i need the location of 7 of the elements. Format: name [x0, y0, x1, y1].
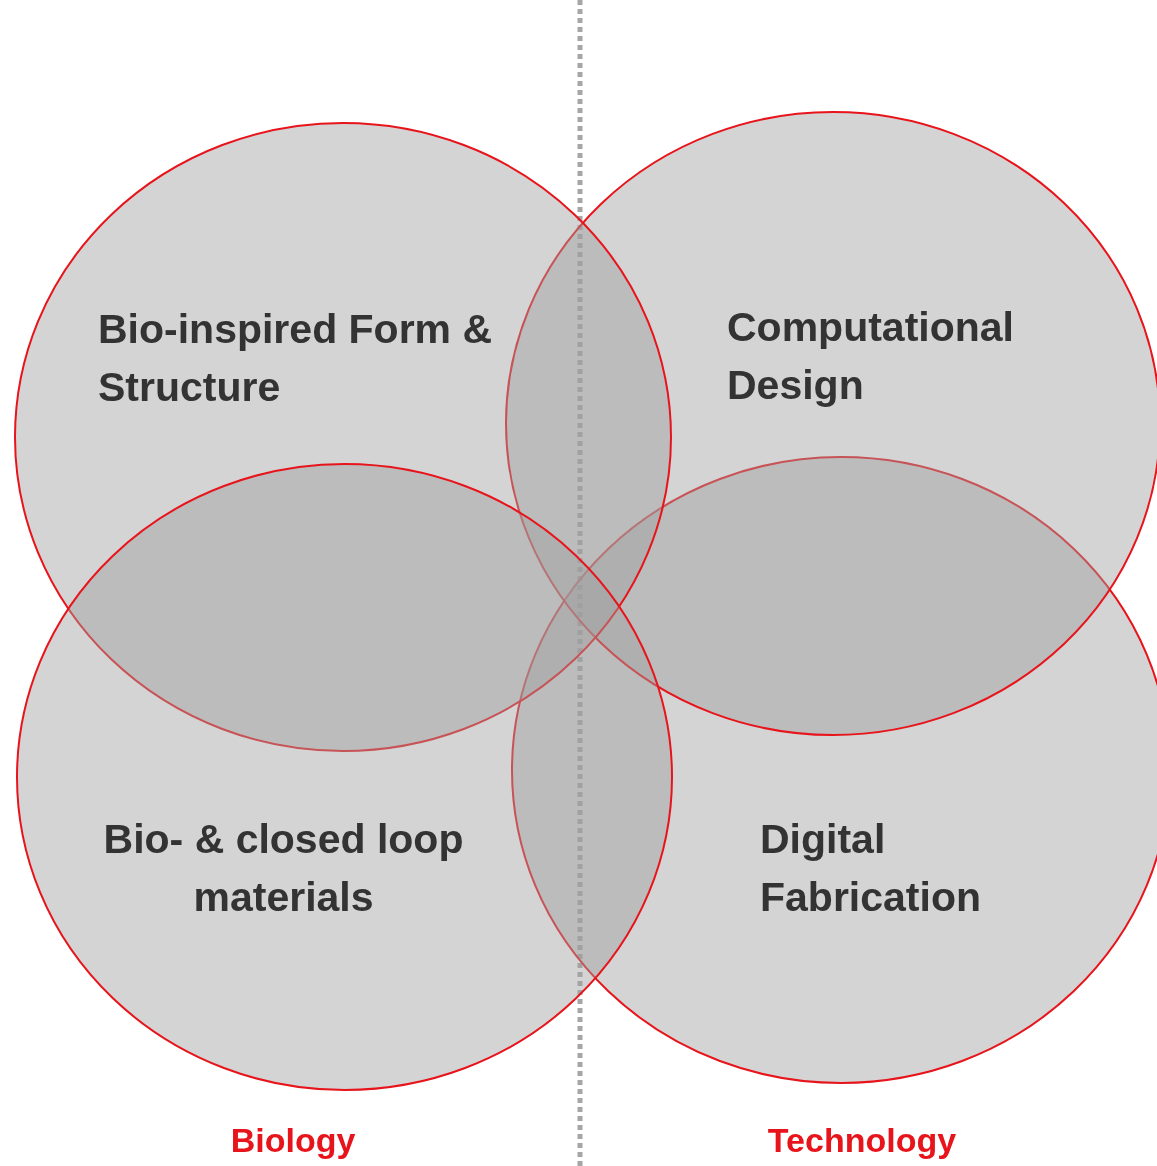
- circle-label: Bio-inspired Form & Structure: [98, 305, 494, 412]
- circle-label: Digital Fabrication: [760, 815, 982, 922]
- circle-label: Computational Design: [727, 303, 1015, 410]
- circle-label: Bio- & closed loop materials: [102, 815, 465, 922]
- side-label: Biology: [230, 1121, 356, 1160]
- venn-circle: [16, 463, 673, 1091]
- side-label: Technology: [767, 1121, 957, 1160]
